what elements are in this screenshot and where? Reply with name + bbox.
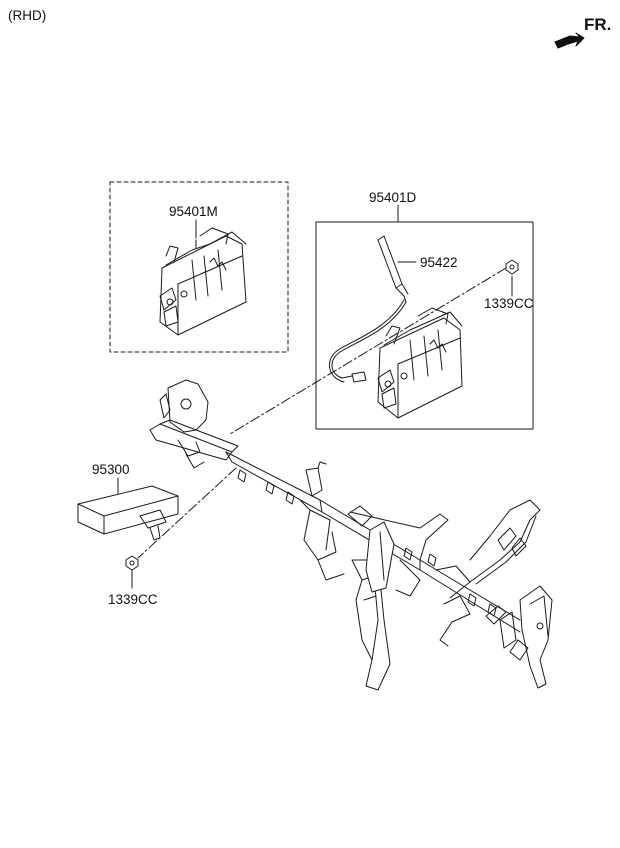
antenna-95422-drawing xyxy=(329,235,409,383)
variant-label: (RHD) xyxy=(8,8,47,23)
module-95401m-drawing xyxy=(159,227,247,336)
part-number-95401d: 95401D xyxy=(369,190,417,205)
front-direction-label: FR. xyxy=(584,15,612,34)
front-direction-arrow-icon xyxy=(554,32,585,49)
cowl-cross-bar-drawing xyxy=(149,379,553,691)
reference-lines xyxy=(137,267,507,559)
nut-1339cc-lower-drawing xyxy=(125,555,139,571)
module-95401d-drawing xyxy=(377,307,463,419)
control-unit-95300-drawing xyxy=(77,485,179,541)
part-number-95401m: 95401M xyxy=(169,204,218,219)
leader-lines xyxy=(117,204,513,589)
part-number-1339cc-lower: 1339CC xyxy=(108,592,158,607)
part-number-95300: 95300 xyxy=(92,462,130,477)
assembly-box xyxy=(315,221,534,430)
part-number-95422: 95422 xyxy=(420,255,458,270)
optional-part-dashed-box xyxy=(109,181,289,353)
part-number-1339cc-upper: 1339CC xyxy=(484,296,534,311)
nut-1339cc-upper-drawing xyxy=(505,259,519,275)
